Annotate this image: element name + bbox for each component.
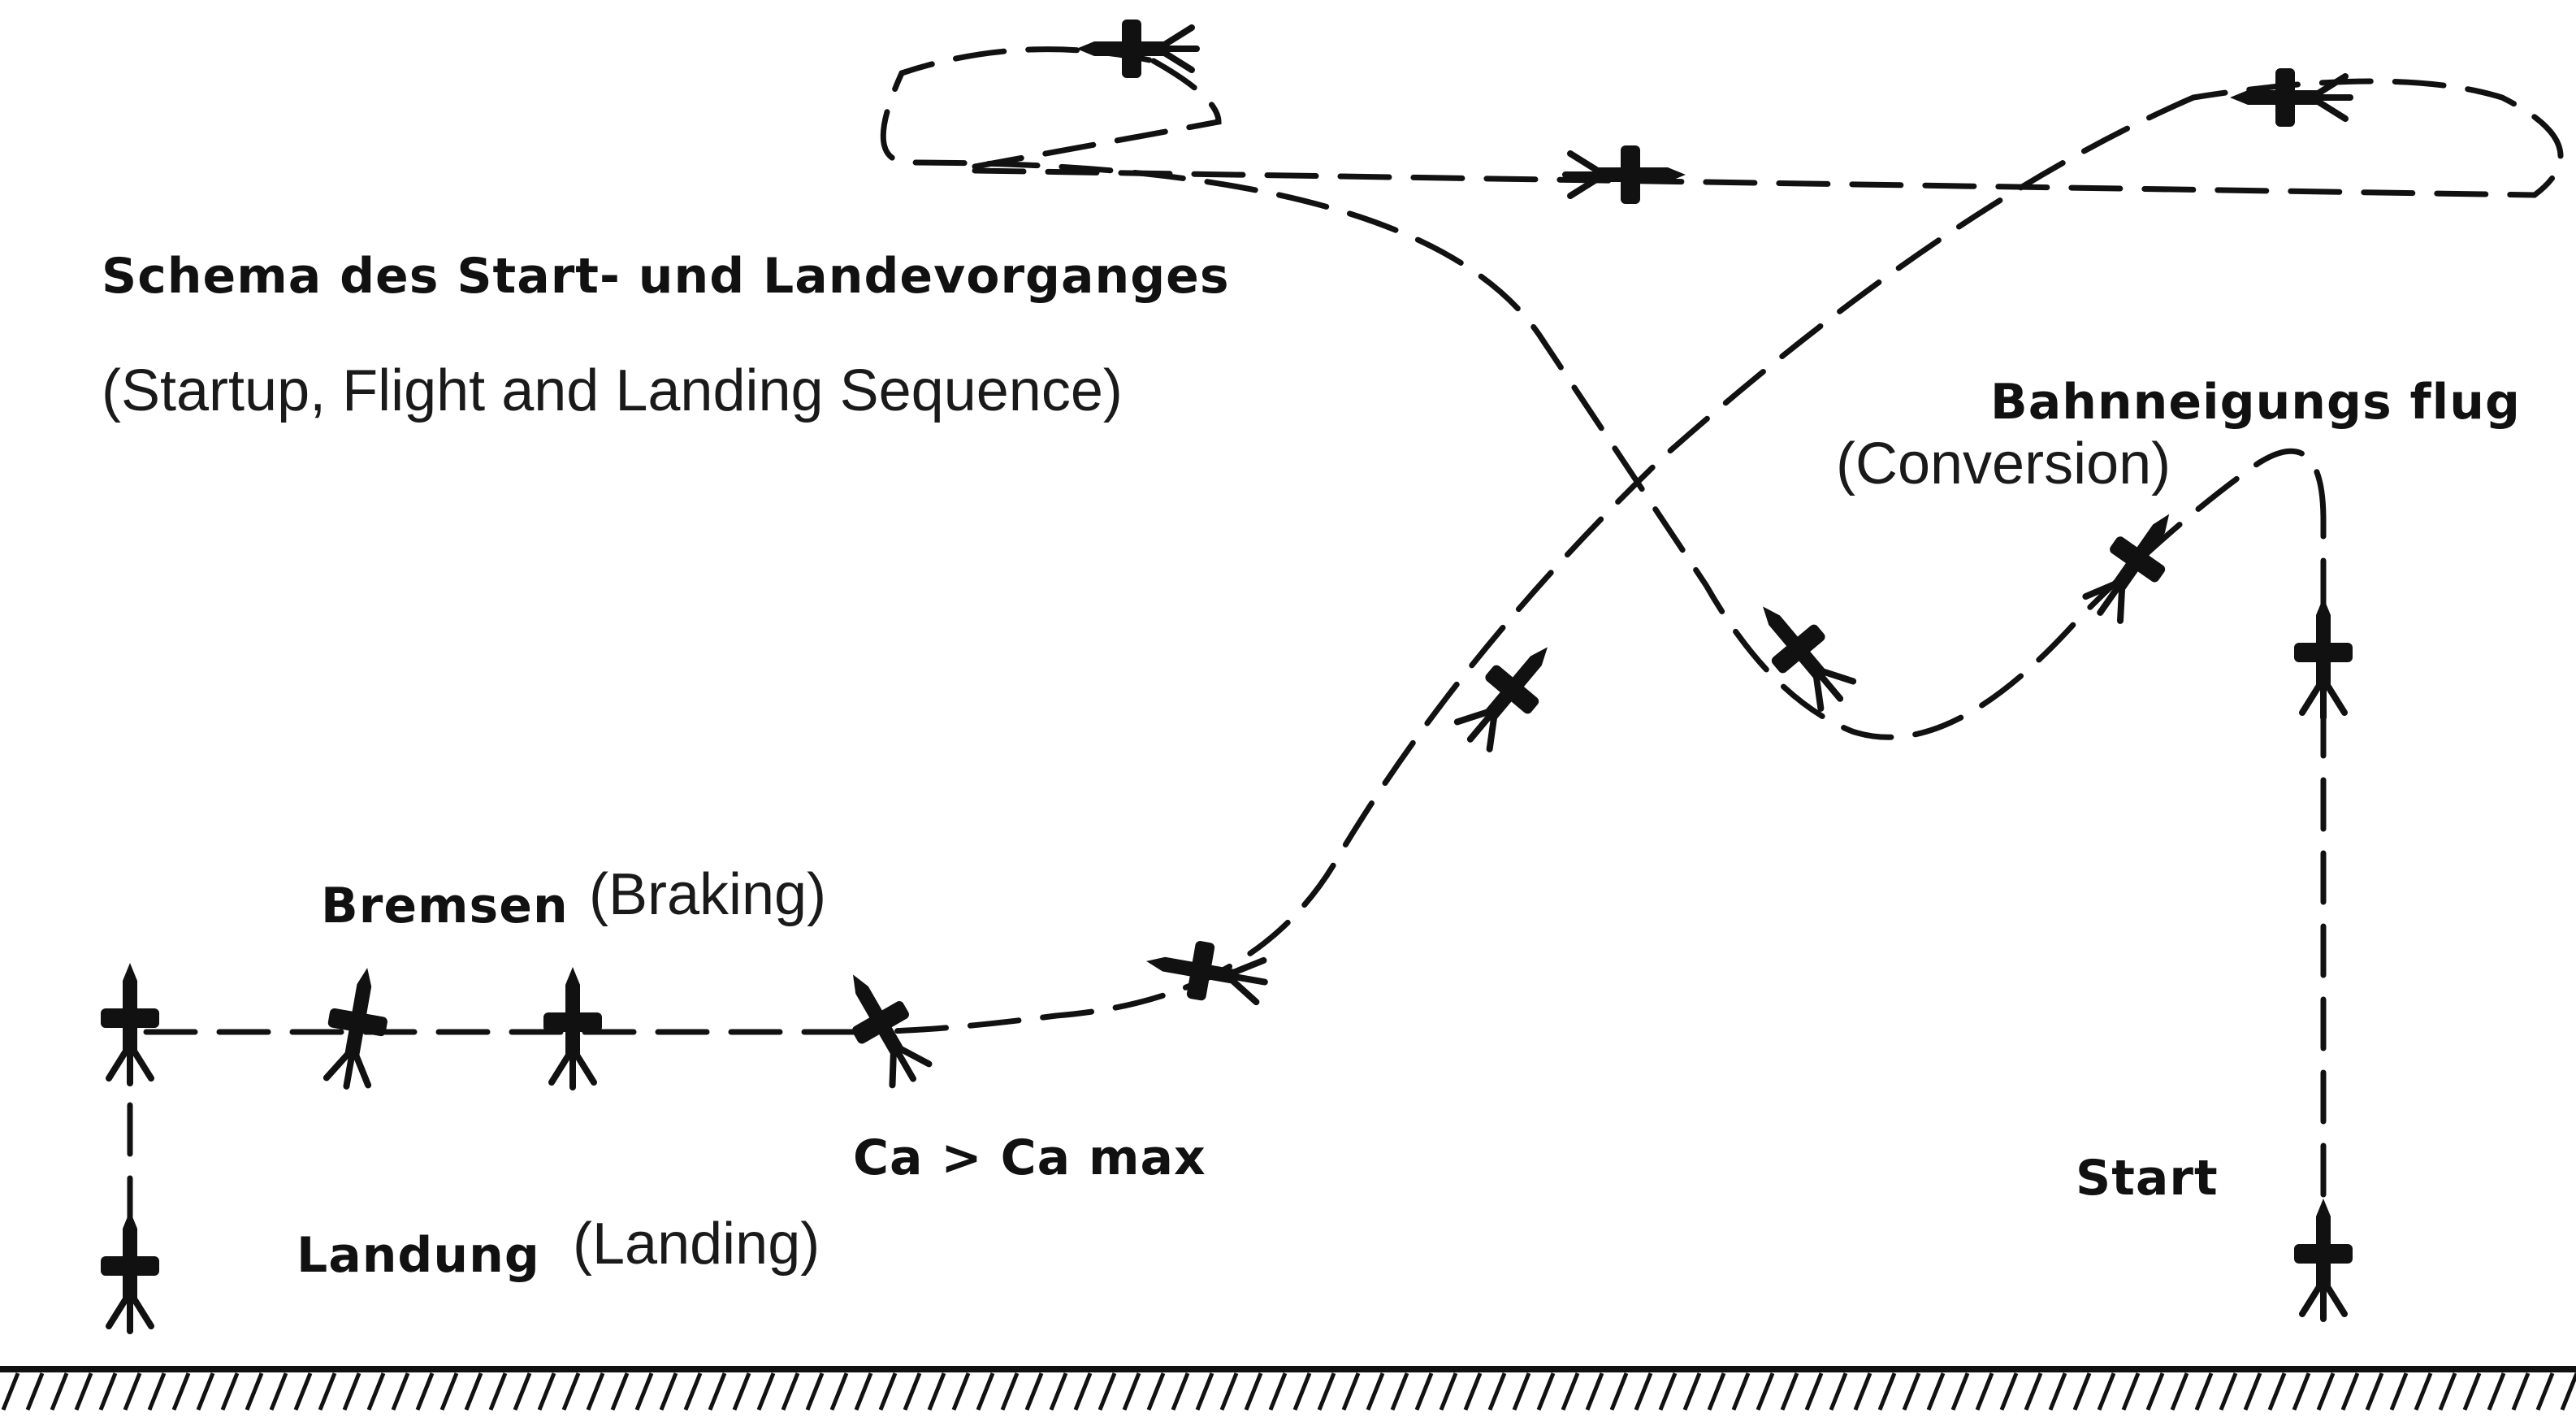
- aircraft-icon: [2230, 68, 2350, 127]
- landing-label: Landung: [297, 1227, 540, 1284]
- conversion-path: [880, 46, 2327, 740]
- aircraft-icon: [2294, 597, 2353, 718]
- conversion-label-translation: (Conversion): [1836, 431, 2171, 496]
- aircraft-icon: [2076, 497, 2193, 630]
- braking-label: Bremsen: [321, 878, 569, 934]
- aircraft-icon: [2294, 1199, 2353, 1319]
- aircraft-icon: [543, 967, 602, 1087]
- aircraft-icon: [101, 1211, 159, 1331]
- aircraft-icon: [1448, 628, 1569, 758]
- aircraft-icon: [318, 963, 396, 1091]
- descent-path: [850, 94, 2197, 1035]
- conversion-label: Bahnneigungs flug: [1990, 374, 2521, 431]
- aircraft-icon: [101, 963, 159, 1083]
- diagram-title-translation: (Startup, Flight and Landing Sequence): [102, 358, 1123, 423]
- aircraft-icon: [1565, 145, 1686, 204]
- aircraft-icon: [1740, 587, 1862, 718]
- diagram-title: Schema des Start- und Landevorganges: [102, 248, 1230, 305]
- braking-label-translation: (Braking): [589, 862, 827, 927]
- ground-hatching: [1, 1372, 2576, 1411]
- aircraft-icon: [1076, 20, 1197, 78]
- cruise-loop-path: [972, 58, 2564, 198]
- aircraft-icon: [828, 960, 938, 1093]
- start-label: Start: [2076, 1150, 2219, 1207]
- landing-label-translation: (Landing): [573, 1212, 820, 1277]
- ca-label: Ca > Ca max: [853, 1129, 1206, 1186]
